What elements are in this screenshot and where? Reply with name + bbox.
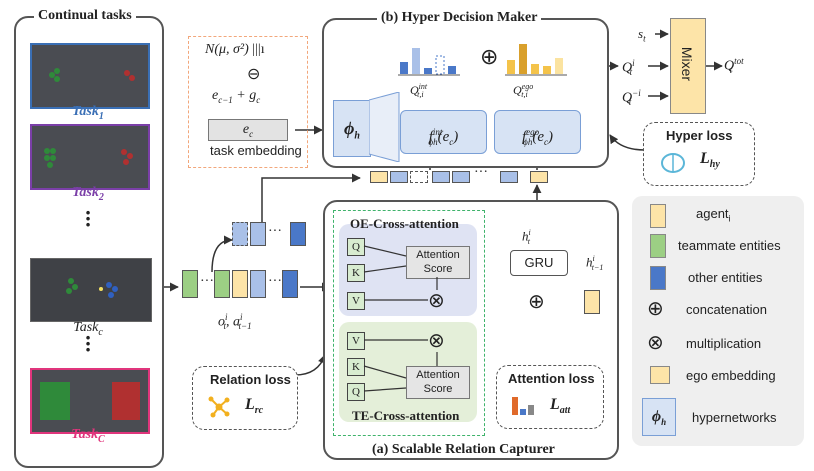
f-int-box: fintϕh(ec) xyxy=(400,110,487,154)
observation-label: oit, ait−1 xyxy=(218,312,252,332)
q-int-bars xyxy=(398,38,468,78)
legend-hyper-label: hypernetworks xyxy=(692,410,777,425)
ego-embedding-cell xyxy=(584,290,600,314)
hyper-loss-symbol: Lhy xyxy=(700,150,720,171)
hidden-state-label: hit xyxy=(522,228,531,246)
legend-other-label: other entities xyxy=(688,270,763,285)
oe-multiply-symbol: ⊗ xyxy=(428,290,445,312)
task-2-thumbnail xyxy=(30,124,150,190)
legend-ego-label: ego embedding xyxy=(686,368,776,383)
te-q-box: Q xyxy=(347,383,365,401)
legend-other-swatch xyxy=(650,266,666,290)
legend-ego-swatch xyxy=(650,366,670,384)
state-label: st xyxy=(638,26,646,44)
q-minus-i-label: Q−it xyxy=(622,88,641,108)
oe-title: OE-Cross-attention xyxy=(350,216,459,231)
cross-attention-group xyxy=(333,210,485,436)
te-multiply-symbol: ⊗ xyxy=(428,330,445,352)
molecule-icon xyxy=(207,395,231,419)
legend-concat-label: concatenation xyxy=(686,302,767,317)
te-v-box: V xyxy=(347,332,365,350)
hyper-loss-title: Hyper loss xyxy=(666,128,733,143)
qi-label: Qit xyxy=(622,58,635,78)
mixer-box xyxy=(670,18,706,114)
gru-box: GRU xyxy=(510,250,568,276)
concat-operator: ⊕ xyxy=(528,291,545,313)
q-tot-label: Qtott xyxy=(724,56,744,76)
legend-concat-symbol: ⊕ xyxy=(647,298,664,320)
legend-agent-swatch xyxy=(650,204,666,228)
hyper-decision-maker-title: (b) Hyper Decision Maker xyxy=(377,10,542,26)
task-c-label: Taskc xyxy=(73,320,103,338)
brain-icon xyxy=(660,150,686,176)
relation-capturer-title: (a) Scalable Relation Capturer xyxy=(368,442,559,458)
ec-box: ec xyxy=(208,119,288,141)
task-1-label: Task1 xyxy=(72,104,104,122)
legend-teammate-swatch xyxy=(650,234,666,258)
oe-q-box: Q xyxy=(347,238,365,256)
hypernetwork-projection xyxy=(369,92,400,162)
task-1-thumbnail xyxy=(30,43,150,109)
continual-tasks-title: Continual tasks xyxy=(34,8,136,24)
oe-k-box: K xyxy=(347,264,365,282)
legend-agent-label: agenti xyxy=(696,206,731,224)
observation-row: ··· ··· xyxy=(182,270,302,302)
legend-mult-symbol: ⊗ xyxy=(647,332,664,354)
minus-operator: ⊖ xyxy=(247,66,261,83)
concat-embedding-row: ··· xyxy=(370,165,590,185)
oe-v-box: V xyxy=(347,292,365,310)
task-C-label: TaskC xyxy=(71,427,105,445)
task-c-thumbnail xyxy=(30,258,152,322)
relation-loss-symbol: Lrc xyxy=(245,396,264,417)
task-C-thumbnail xyxy=(30,368,150,434)
legend-hyper-swatch: ϕh xyxy=(642,398,676,436)
task-2-label: Task2 xyxy=(72,185,104,203)
mixer-label: Mixer xyxy=(679,46,695,82)
q-ego-label: Qegot,i xyxy=(513,82,534,100)
legend-teammate-label: teammate entities xyxy=(678,238,781,253)
te-attention-score: Attention Score xyxy=(406,366,470,399)
concat-symbol: ⊕ xyxy=(480,44,499,69)
te-title: TE-Cross-attention xyxy=(352,408,460,423)
relation-loss-title: Relation loss xyxy=(210,372,291,387)
task-embedding-caption: task embedding xyxy=(210,143,302,158)
observation-upper-row: ··· xyxy=(232,222,312,248)
bar-chart-icon xyxy=(510,393,538,417)
vertical-ellipsis-1: ··· xyxy=(84,200,92,237)
hyper-loss-box xyxy=(643,122,755,186)
attention-loss-symbol: Latt xyxy=(550,396,571,417)
attention-loss-title: Attention loss xyxy=(508,371,595,386)
task-embedding-box xyxy=(188,36,308,168)
f-ego-box: fegoϕh(ec) xyxy=(494,110,581,154)
waveform-icon: |||ı xyxy=(252,42,265,57)
q-int-label: Qintt,i xyxy=(410,82,428,100)
prev-hidden-state-label: hit−1 xyxy=(586,254,604,272)
oe-attention-score: Attention Score xyxy=(406,246,470,279)
phi-h-box: ϕh xyxy=(333,100,371,157)
vertical-ellipsis-2: ··· xyxy=(84,325,92,362)
legend-mult-label: multiplication xyxy=(686,336,762,351)
te-k-box: K xyxy=(347,358,365,376)
embedding-sum: ec−1 + gc xyxy=(212,88,261,105)
q-ego-bars xyxy=(505,38,575,78)
noise-distribution: N(μ, σ²) |||ı xyxy=(205,42,265,57)
